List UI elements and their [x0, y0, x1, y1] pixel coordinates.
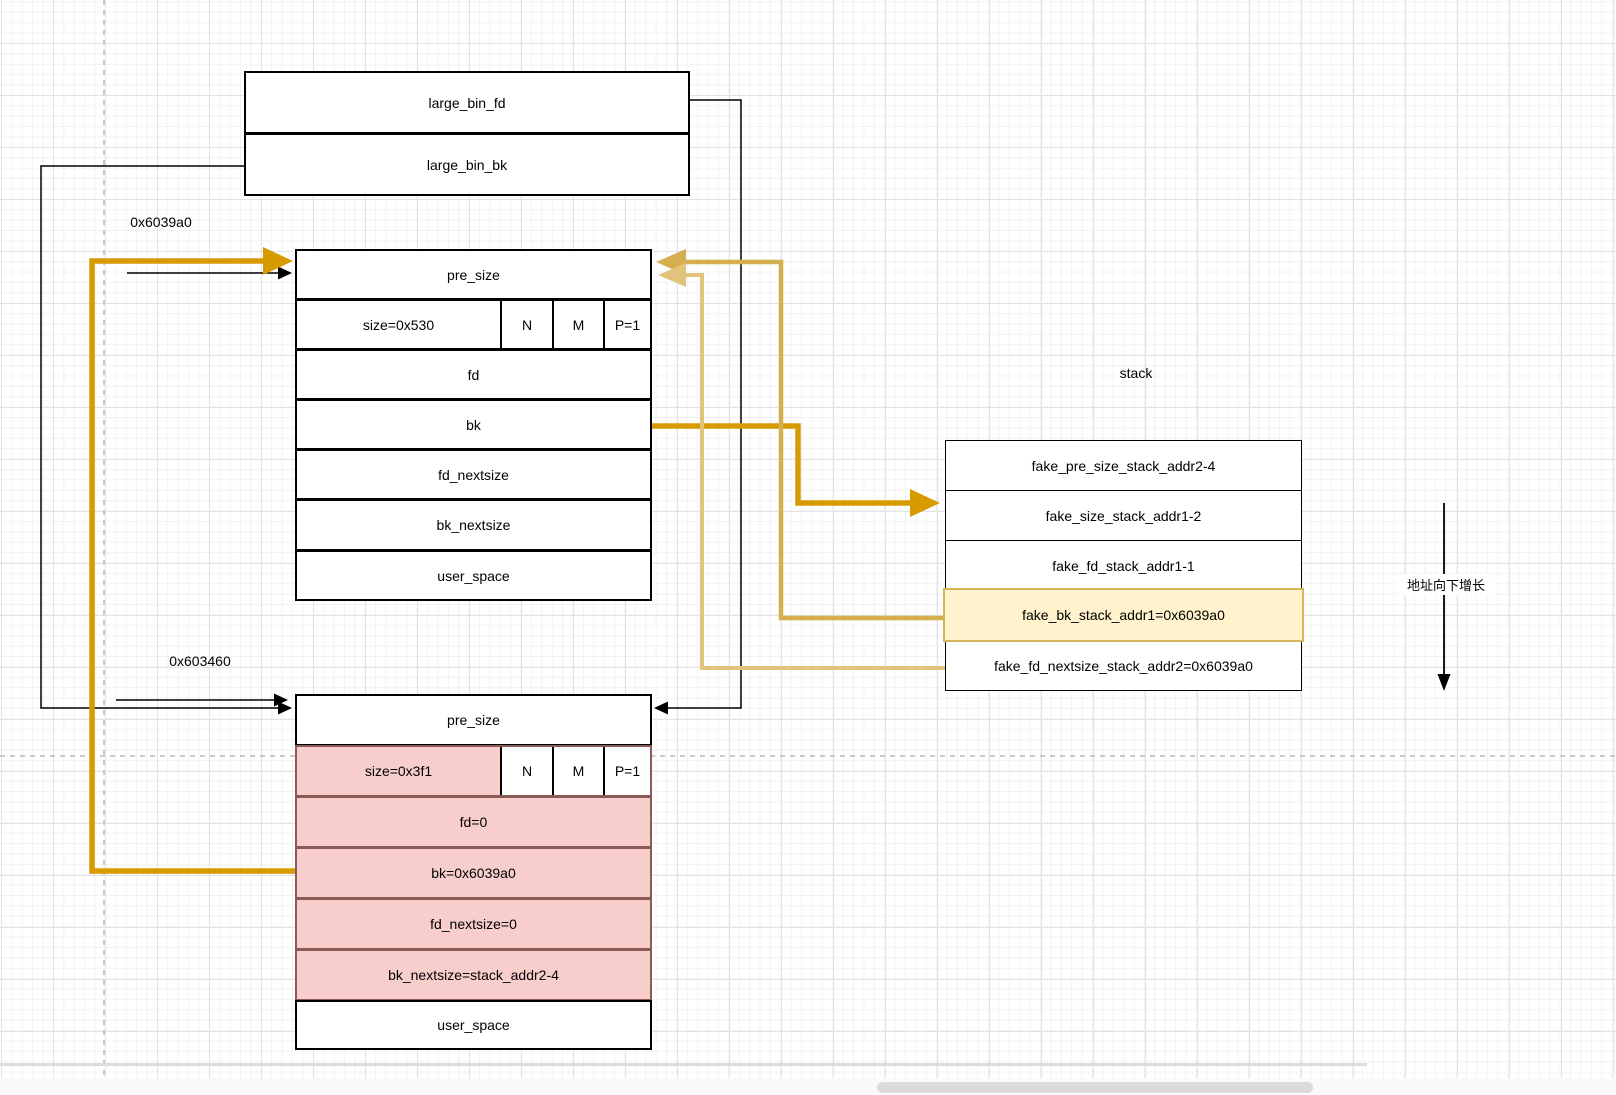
flag-m-label: M — [572, 763, 585, 779]
arrow-bk-0x6039a0-to-chunk-top[interactable] — [89, 247, 295, 874]
chunk-bottom-row-fd-nextsize[interactable]: fd_nextsize=0 — [295, 898, 652, 950]
chunk-bottom-row-user-space[interactable]: user_space — [295, 1000, 652, 1050]
chunk-top-row-bk-nextsize[interactable]: bk_nextsize — [295, 499, 652, 551]
chunk-top-flag-n[interactable]: N — [500, 301, 552, 348]
chunk-top-size-cell[interactable]: size=0x530 — [297, 301, 500, 348]
chunk-bottom-flag-m[interactable]: M — [552, 747, 603, 795]
arrow-addr-0x603460-pointer[interactable] — [116, 693, 288, 707]
horizontal-scrollbar-track[interactable] — [0, 1078, 1616, 1095]
chunk-top-row-fd-nextsize[interactable]: fd_nextsize — [295, 449, 652, 500]
large-bin-bk-label: large_bin_bk — [426, 156, 508, 173]
chunk-top-bk-label: bk — [466, 416, 481, 433]
gray-divider-line — [0, 1063, 1367, 1066]
stack-row-fake-pre-size[interactable]: fake_pre_size_stack_addr2-4 — [945, 440, 1302, 491]
stack-row-fake-fd-nextsize-label: fake_fd_nextsize_stack_addr2=0x6039a0 — [994, 657, 1253, 674]
stack-row-fake-pre-size-label: fake_pre_size_stack_addr2-4 — [1031, 457, 1216, 474]
chunk-top-user-space-label: user_space — [437, 567, 510, 584]
stack-row-fake-bk-label: fake_bk_stack_addr1=0x6039a0 — [1022, 607, 1225, 623]
chunk-bottom-flag-p[interactable]: P=1 — [603, 747, 650, 795]
flag-m-label: M — [572, 316, 585, 333]
chunk-bottom-bk-label: bk=0x6039a0 — [431, 865, 516, 881]
chunk-top-row-size[interactable]: size=0x530 N M P=1 — [295, 299, 652, 350]
arrow-fake-bk-to-chunk-top[interactable] — [656, 249, 943, 621]
chunk-bottom-user-space-label: user_space — [437, 1017, 510, 1033]
stack-label: stack — [1119, 365, 1153, 381]
chunk-bottom-row-bk-nextsize[interactable]: bk_nextsize=stack_addr2-4 — [295, 949, 652, 1001]
horizontal-scrollbar-thumb[interactable] — [877, 1082, 1313, 1093]
chunk-bottom-row-size[interactable]: size=0x3f1 N M P=1 — [295, 745, 652, 797]
arrow-chunk-top-bk-to-fake-size[interactable] — [652, 423, 940, 517]
chunk-top-presize-label: pre_size — [447, 266, 500, 283]
stack-row-fake-fd-nextsize[interactable]: fake_fd_nextsize_stack_addr2=0x6039a0 — [945, 640, 1302, 691]
chunk-bottom-row-presize[interactable]: pre_size — [295, 694, 652, 746]
chunk-bottom-flag-n[interactable]: N — [500, 747, 552, 795]
chunk-top-flag-p[interactable]: P=1 — [603, 301, 650, 348]
chunk-bottom-bk-nextsize-label: bk_nextsize=stack_addr2-4 — [388, 967, 559, 983]
chunk-bottom-presize-label: pre_size — [447, 712, 500, 728]
flag-p-label: P=1 — [614, 316, 641, 333]
address-label-0x603460: 0x603460 — [169, 653, 231, 669]
large-bin-fd-label: large_bin_fd — [428, 94, 506, 111]
address-grows-down-label: 地址向下增长 — [1398, 574, 1494, 595]
chunk-top-row-presize[interactable]: pre_size — [295, 249, 652, 300]
chunk-top-row-user-space[interactable]: user_space — [295, 550, 652, 601]
chunk-top-size-label: size=0x530 — [362, 316, 435, 333]
stack-row-fake-size-label: fake_size_stack_addr1-2 — [1045, 507, 1202, 524]
chunk-top-row-bk[interactable]: bk — [295, 399, 652, 450]
stack-row-fake-fd[interactable]: fake_fd_stack_addr1-1 — [945, 540, 1302, 591]
flag-n-label: N — [521, 316, 533, 333]
chunk-bottom-size-cell[interactable]: size=0x3f1 — [297, 747, 500, 795]
flag-n-label: N — [521, 763, 533, 779]
chunk-top-bk-nextsize-label: bk_nextsize — [436, 517, 511, 533]
chunk-top-fd-label: fd — [467, 366, 480, 383]
large-bin-fd-cell[interactable]: large_bin_fd — [244, 71, 690, 134]
stack-row-fake-fd-label: fake_fd_stack_addr1-1 — [1052, 557, 1195, 574]
stack-row-fake-size[interactable]: fake_size_stack_addr1-2 — [945, 490, 1302, 541]
arrow-fake-fd-nextsize-to-chunk-top[interactable] — [658, 263, 945, 670]
chunk-bottom-row-bk[interactable]: bk=0x6039a0 — [295, 847, 652, 899]
chunk-bottom-fd-nextsize-label: fd_nextsize=0 — [430, 916, 517, 932]
arrow-addr-0x6039a0-pointer[interactable] — [127, 266, 292, 280]
stack-row-fake-bk[interactable]: fake_bk_stack_addr1=0x6039a0 — [943, 588, 1304, 642]
arrow-largebin-bk-to-chunk-bottom[interactable] — [40, 165, 292, 715]
arrow-address-grows-down[interactable] — [1437, 503, 1451, 691]
chunk-bottom-fd-label: fd=0 — [459, 814, 488, 830]
chunk-bottom-size-label: size=0x3f1 — [364, 763, 433, 779]
address-label-0x6039a0: 0x6039a0 — [130, 214, 192, 230]
large-bin-bk-cell[interactable]: large_bin_bk — [244, 133, 690, 196]
chunk-top-row-fd[interactable]: fd — [295, 349, 652, 400]
chunk-top-flag-m[interactable]: M — [552, 301, 603, 348]
chunk-bottom-row-fd[interactable]: fd=0 — [295, 796, 652, 848]
flag-p-label: P=1 — [614, 763, 641, 779]
chunk-top-fd-nextsize-label: fd_nextsize — [438, 466, 509, 483]
